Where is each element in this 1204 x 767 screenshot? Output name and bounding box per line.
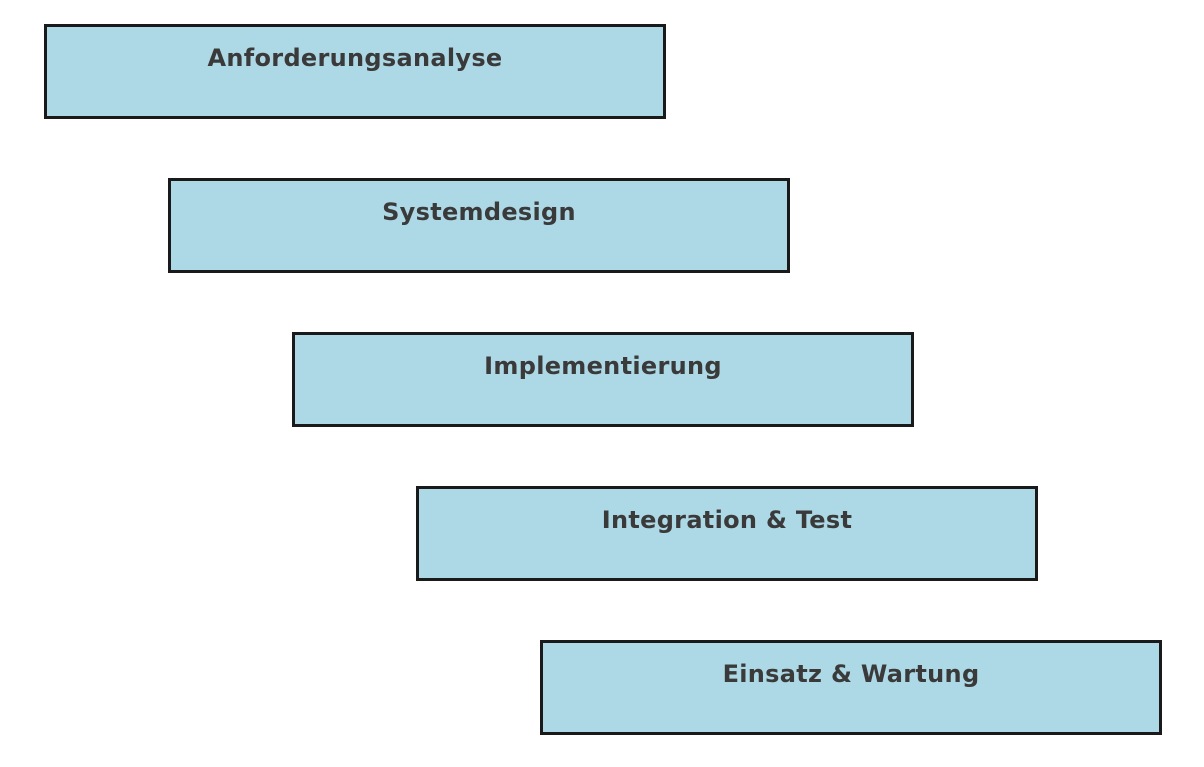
phase-label-systemdesign: Systemdesign bbox=[382, 198, 576, 226]
phase-box-einsatz-wartung: Einsatz & Wartung bbox=[540, 640, 1162, 735]
phase-label-anforderungsanalyse: Anforderungsanalyse bbox=[207, 44, 503, 72]
phase-box-anforderungsanalyse: Anforderungsanalyse bbox=[44, 24, 666, 119]
phase-box-integration-test: Integration & Test bbox=[416, 486, 1038, 581]
phase-label-einsatz-wartung: Einsatz & Wartung bbox=[722, 660, 980, 688]
phase-box-implementierung: Implementierung bbox=[292, 332, 914, 427]
phase-label-integration-test: Integration & Test bbox=[601, 506, 853, 534]
phase-box-systemdesign: Systemdesign bbox=[168, 178, 790, 273]
phase-label-implementierung: Implementierung bbox=[484, 352, 722, 380]
